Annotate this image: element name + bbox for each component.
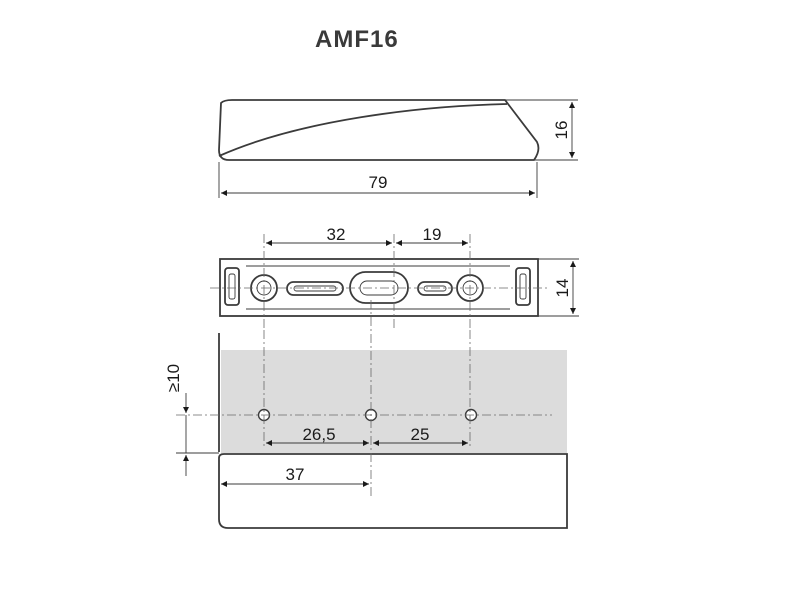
mounting-panel bbox=[221, 350, 567, 453]
side-view: 16 79 bbox=[218, 99, 578, 198]
slot-center bbox=[349, 271, 409, 304]
drill-spacing-2-label: 25 bbox=[411, 425, 430, 444]
length-label: 79 bbox=[369, 173, 388, 192]
slot-right bbox=[417, 281, 453, 296]
slot-left bbox=[286, 281, 344, 296]
plate-outline bbox=[219, 258, 539, 317]
width-label: 14 bbox=[553, 279, 572, 298]
top-view: 32 19 14 bbox=[210, 225, 579, 330]
spacing-19-label: 19 bbox=[423, 225, 442, 244]
drawing-title: AMF16 bbox=[315, 26, 399, 53]
spacing-32-label: 32 bbox=[327, 225, 346, 244]
wedge-outline bbox=[218, 99, 540, 161]
drilling-view: ≥10 26,5 25 37 bbox=[164, 300, 568, 529]
front-panel-outline bbox=[218, 453, 568, 529]
offset-37-label: 37 bbox=[286, 465, 305, 484]
end-slot-right bbox=[515, 267, 531, 306]
end-slot-left bbox=[224, 267, 240, 306]
edge-distance-label: ≥10 bbox=[164, 364, 183, 392]
wedge-curve bbox=[218, 103, 508, 157]
drill-spacing-1-label: 26,5 bbox=[302, 425, 335, 444]
height-label: 16 bbox=[552, 121, 571, 140]
